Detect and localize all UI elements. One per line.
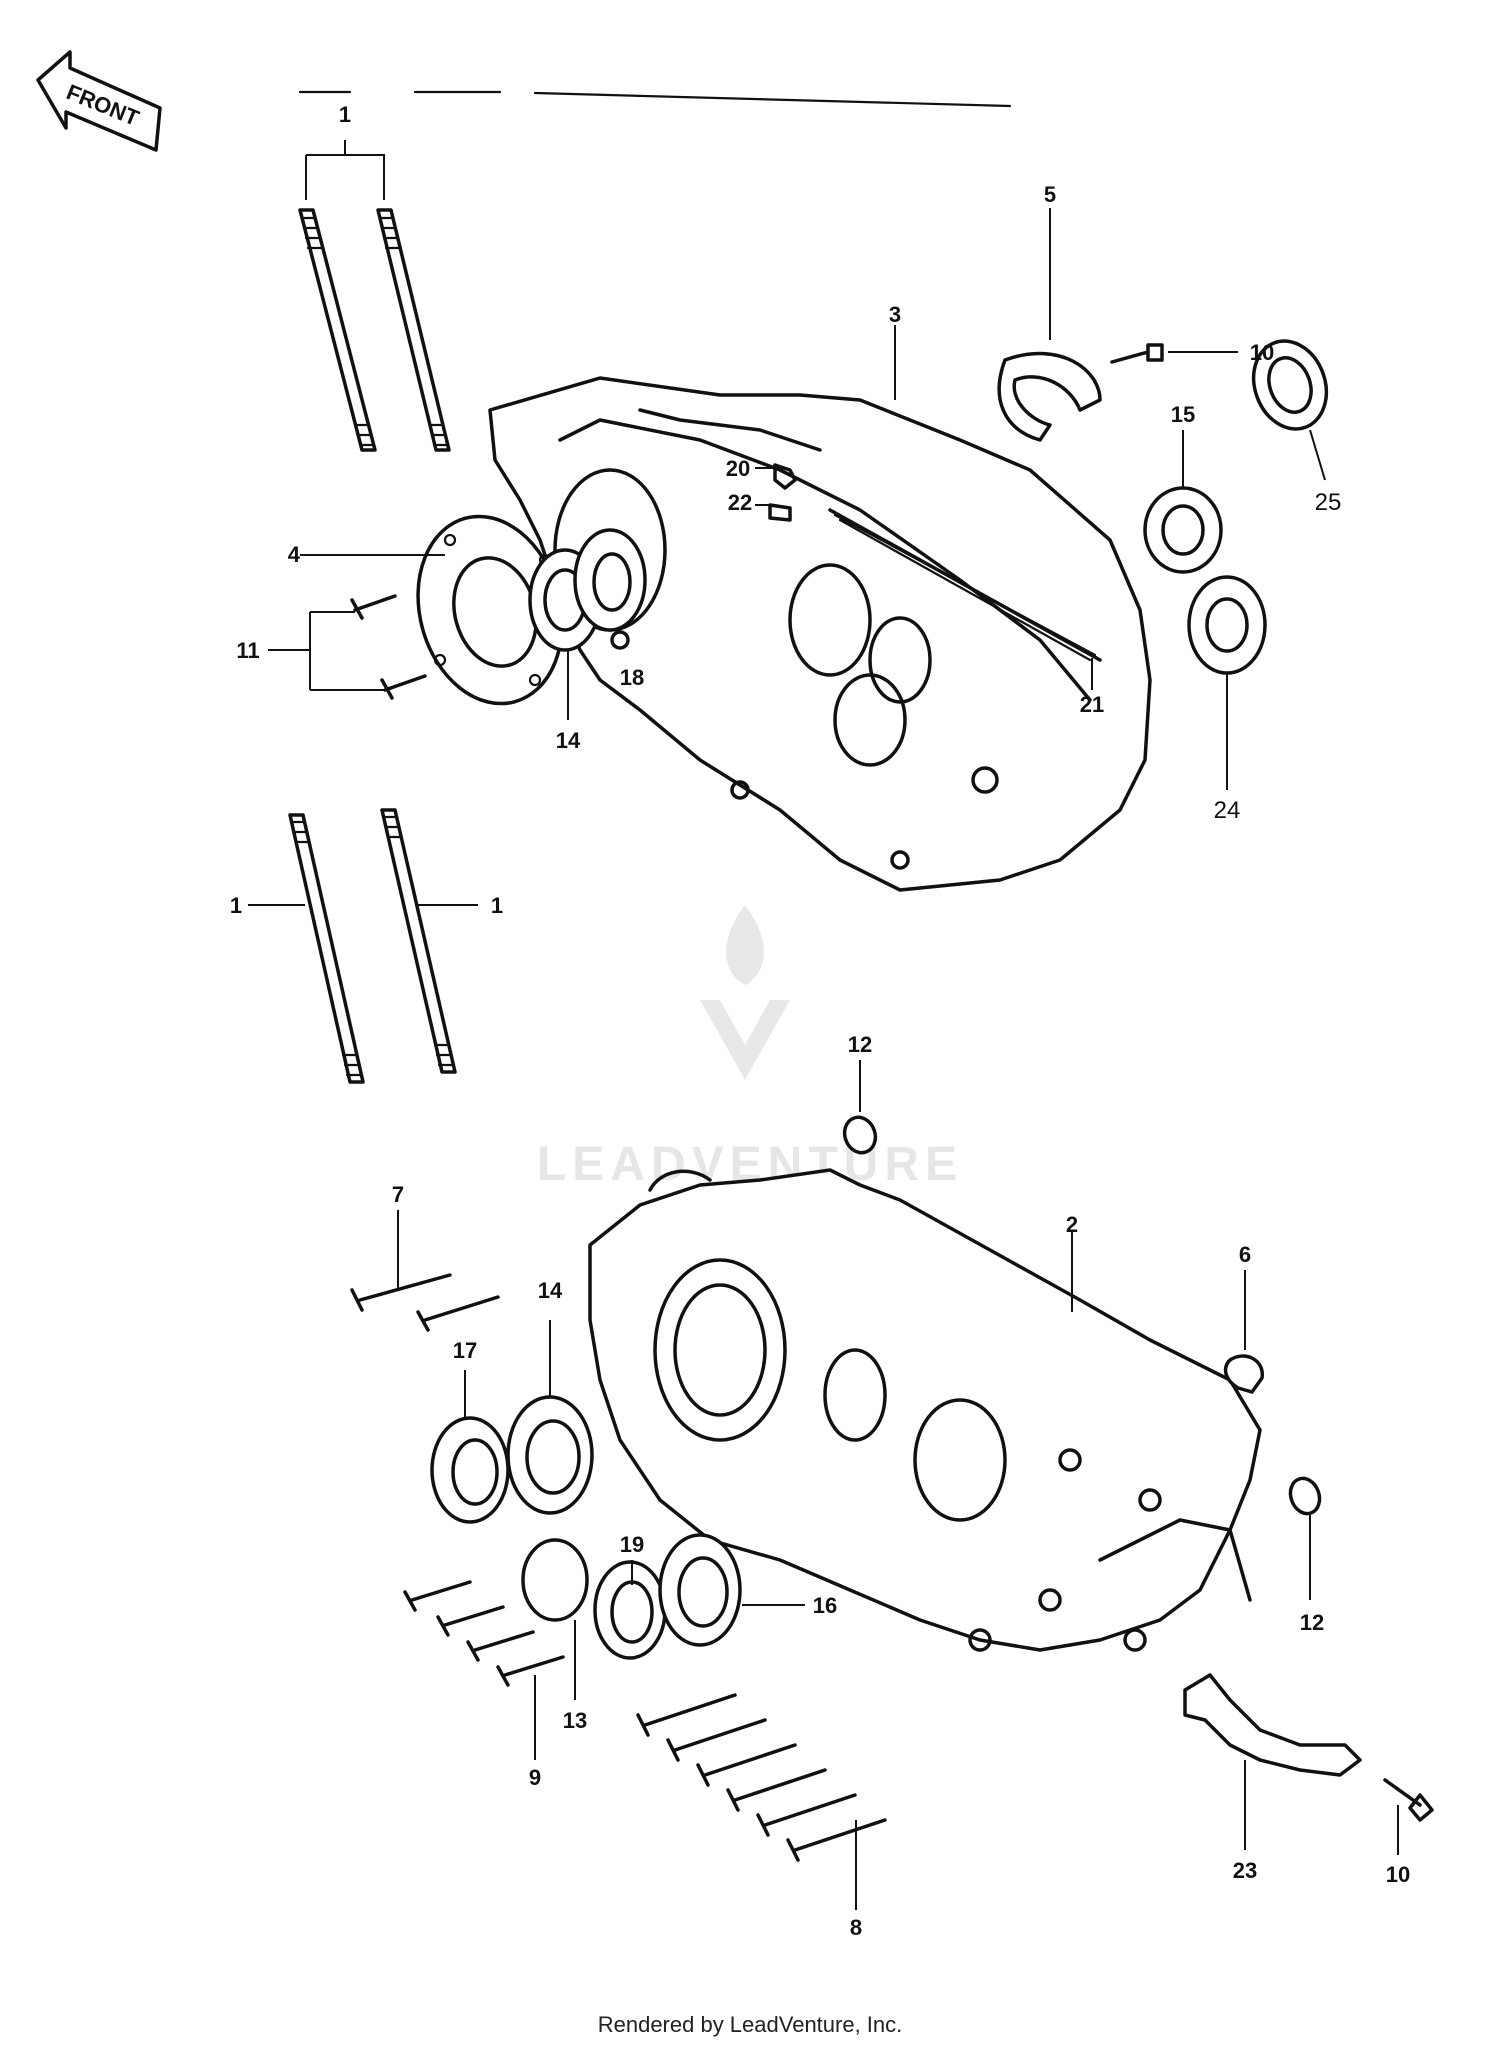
callout-20: 20 xyxy=(726,456,750,481)
stud-lower-pair xyxy=(288,808,457,1084)
callout-22: 22 xyxy=(728,490,752,515)
oil-seal-19 xyxy=(593,1560,667,1660)
bracket-5 xyxy=(997,351,1102,442)
callout-1-right: 1 xyxy=(491,893,503,918)
leadventure-watermark: LEADVENTURE xyxy=(537,905,957,1191)
stud-upper-pair xyxy=(298,208,451,452)
bolt-10-upper xyxy=(1110,343,1164,364)
cap-13 xyxy=(521,1538,589,1622)
callout-10-bottom: 10 xyxy=(1386,1862,1410,1887)
callout-16: 16 xyxy=(813,1593,837,1618)
dowel-pin-lower xyxy=(1288,1476,1322,1516)
callout-labels: 1 1 1 2 3 4 5 6 7 8 9 10 10 11 12 12 13 … xyxy=(230,102,1410,1940)
footer-credit: Rendered by LeadVenture, Inc. xyxy=(597,2012,903,2037)
callout-6: 6 xyxy=(1239,1242,1251,1267)
callout-1-top: 1 xyxy=(339,102,351,127)
callout-2: 2 xyxy=(1066,1212,1078,1237)
callout-5: 5 xyxy=(1044,182,1056,207)
callout-23: 23 xyxy=(1233,1858,1257,1883)
callout-15: 15 xyxy=(1171,402,1195,427)
callout-24: 24 xyxy=(1214,797,1241,824)
bearing-lower xyxy=(506,1395,594,1515)
fitting-20-22 xyxy=(768,463,797,522)
callout-1-left: 1 xyxy=(230,893,242,918)
bearing-15 xyxy=(1143,486,1223,574)
callout-18: 18 xyxy=(620,665,644,690)
dowel-pin-upper xyxy=(842,1115,878,1155)
callout-12-top: 12 xyxy=(848,1032,872,1057)
front-arrow-icon: FRONT xyxy=(36,50,162,152)
clip-6 xyxy=(1223,1354,1264,1394)
callout-9: 9 xyxy=(529,1765,541,1790)
callout-4: 4 xyxy=(288,542,301,567)
bolt-10-lower xyxy=(1383,1778,1434,1822)
callout-7: 7 xyxy=(392,1182,404,1207)
callout-14-bottom: 14 xyxy=(538,1278,563,1303)
callout-17: 17 xyxy=(453,1338,477,1363)
bearing-18 xyxy=(573,528,647,632)
callout-12-right: 12 xyxy=(1300,1610,1324,1635)
callout-21: 21 xyxy=(1080,692,1104,717)
callout-10-top: 10 xyxy=(1250,340,1274,365)
callout-25: 25 xyxy=(1315,489,1342,516)
bearing-24 xyxy=(1187,575,1267,675)
callout-3: 3 xyxy=(889,302,901,327)
bolt-11-pair xyxy=(350,594,427,700)
screw-9-group xyxy=(403,1580,565,1687)
screw-7-pair xyxy=(350,1273,500,1332)
crankcase-left-half xyxy=(588,1168,1262,1652)
oil-seal-25 xyxy=(1251,339,1329,431)
bracket-23 xyxy=(1183,1673,1362,1777)
callout-14-top: 14 xyxy=(556,728,581,753)
callout-19: 19 xyxy=(620,1532,644,1557)
screw-8-group xyxy=(636,1693,887,1862)
bearing-16 xyxy=(658,1533,742,1647)
callout-8: 8 xyxy=(850,1915,862,1940)
callout-11: 11 xyxy=(236,638,259,663)
oil-seal-17 xyxy=(430,1416,510,1524)
callout-13: 13 xyxy=(563,1708,587,1733)
